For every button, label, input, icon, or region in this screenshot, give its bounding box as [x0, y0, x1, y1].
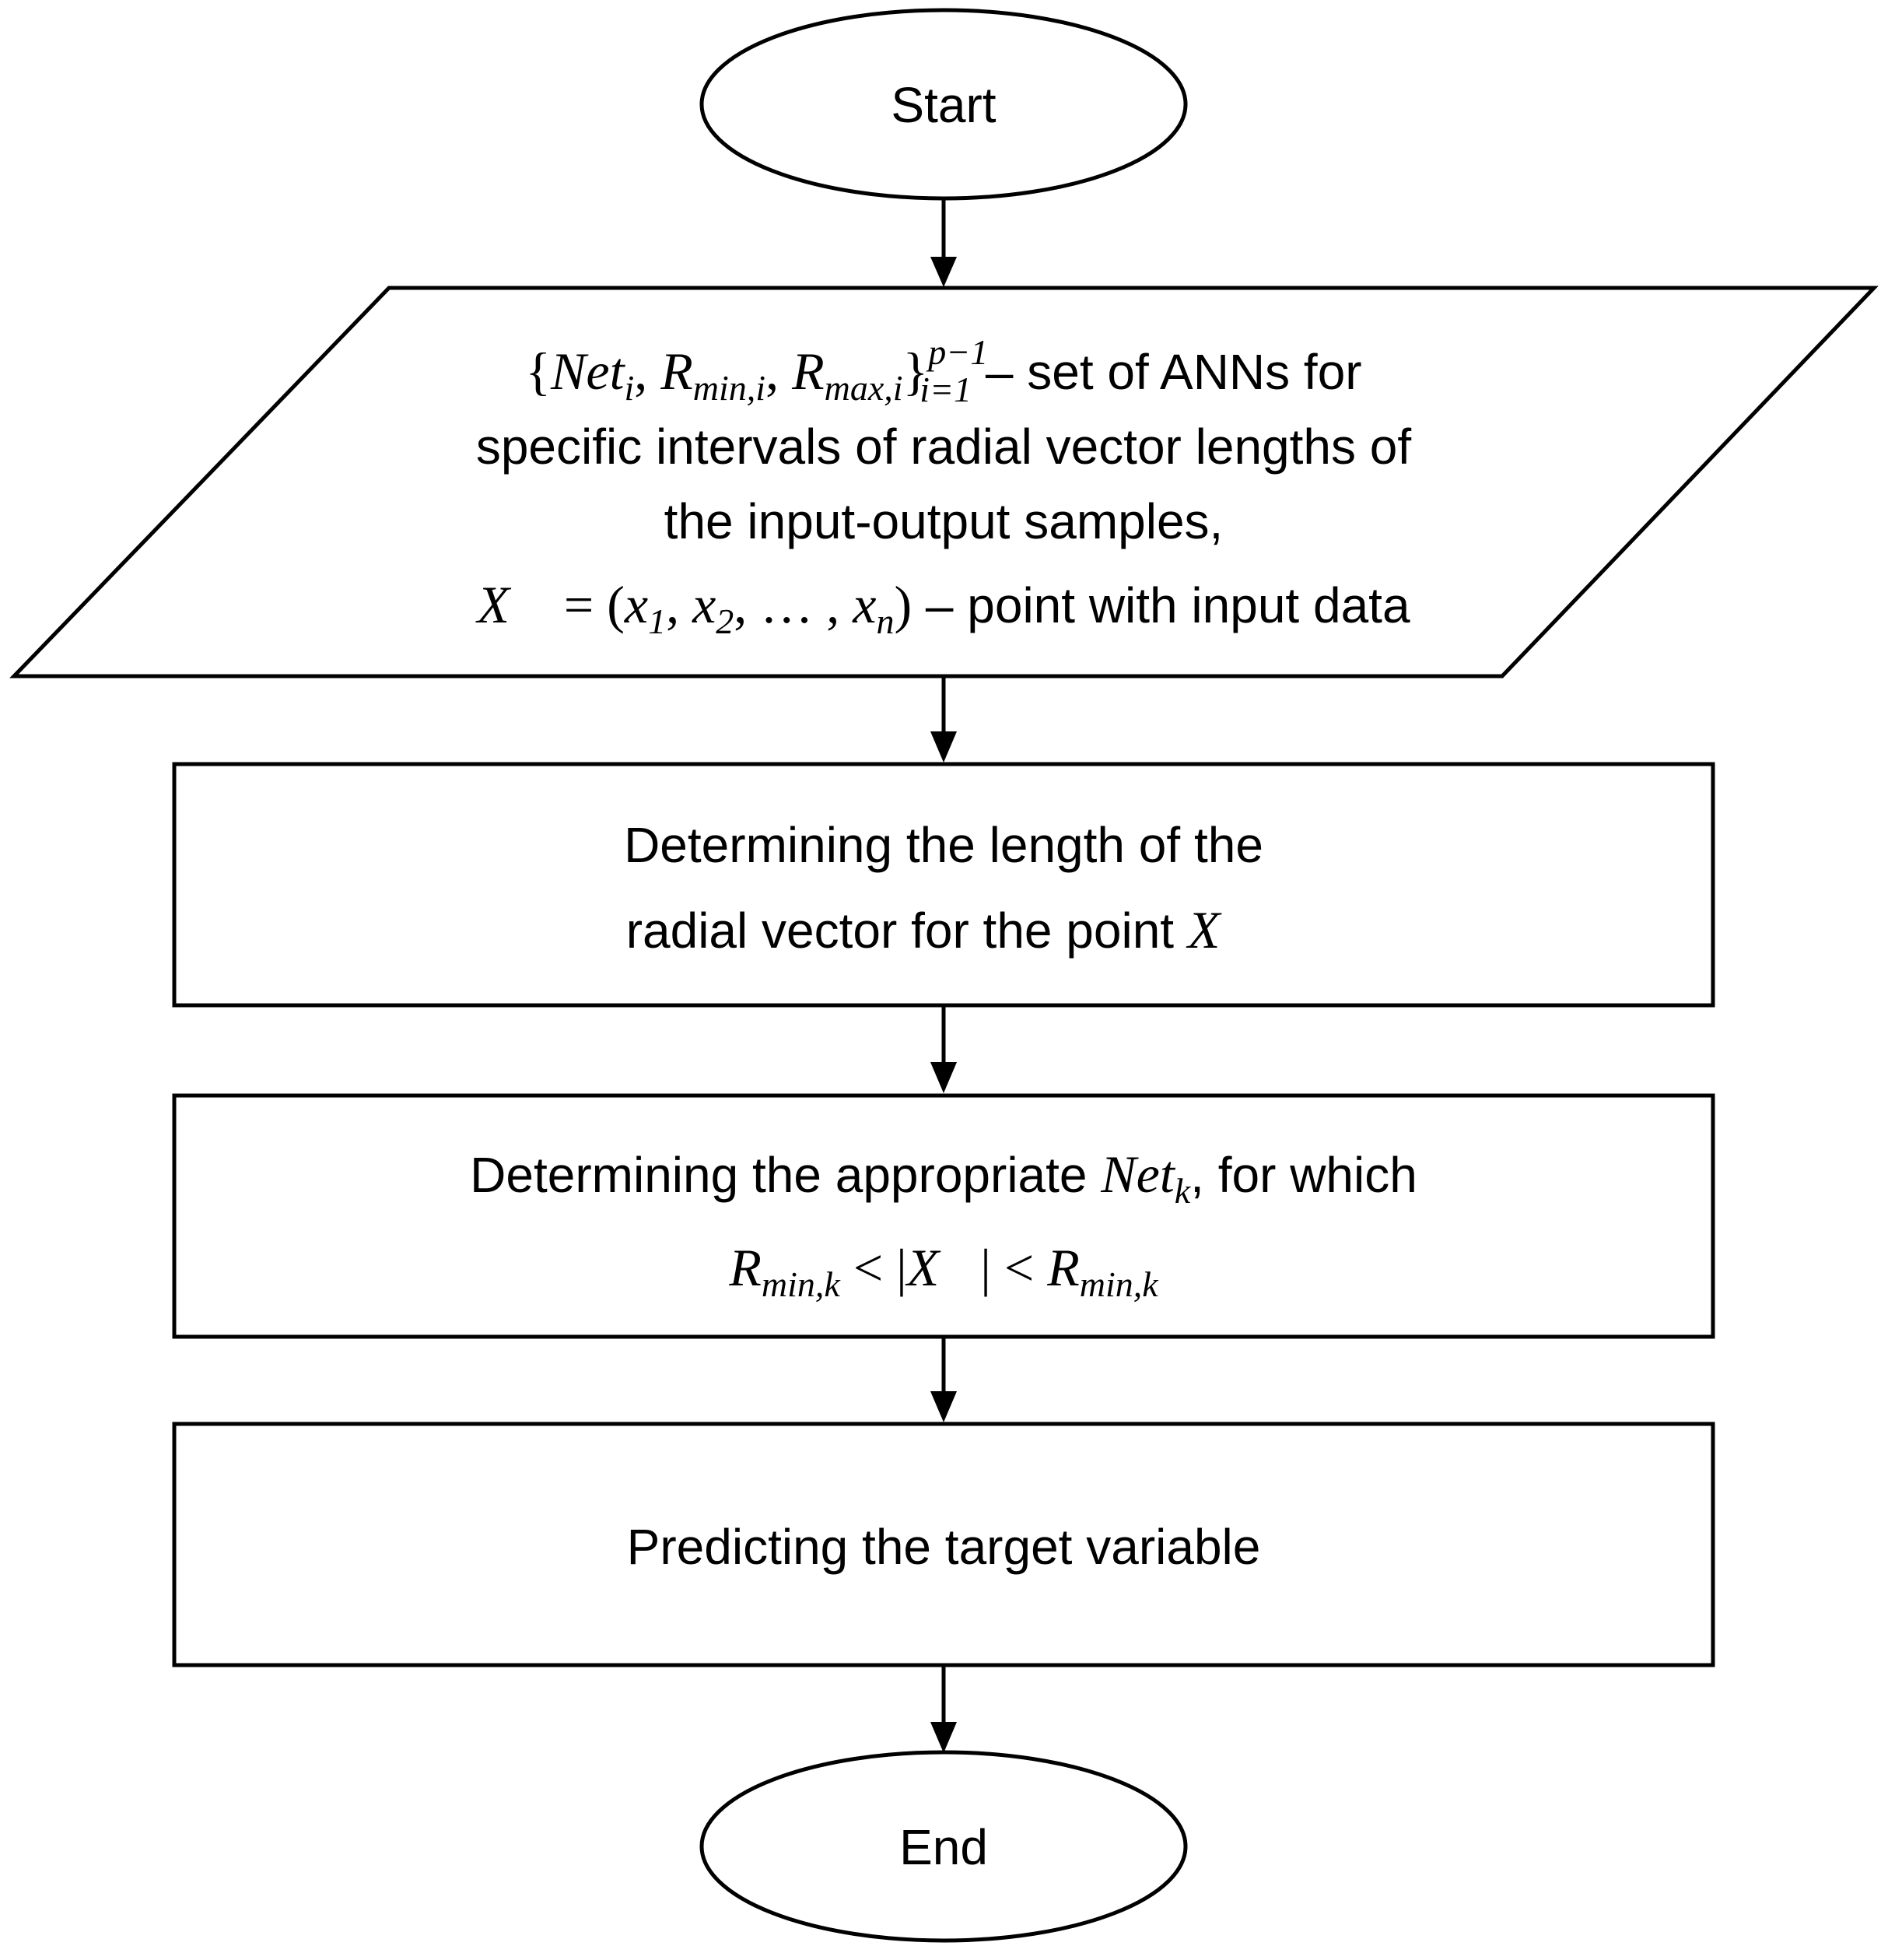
step2-node: Determining the appropriate Netk, for wh…: [172, 1093, 1715, 1339]
arrow-start-to-input: [930, 198, 957, 287]
step3-box: [172, 1422, 1715, 1667]
point-symbol: X⃗: [1186, 900, 1261, 959]
step3-node: Predicting the target variable: [172, 1422, 1715, 1667]
end-label: End: [899, 1819, 988, 1875]
arrow-step3-to-end: [930, 1665, 957, 1753]
input-line-4-text: – point with input data: [912, 577, 1410, 633]
step2-line-1-row: Determining the appropriate Netk, for wh…: [470, 1145, 1417, 1211]
step3-label: Predicting the target variable: [627, 1519, 1261, 1575]
input-line-1-text: – set of ANNs for: [972, 344, 1362, 400]
set-formula: {: [525, 342, 551, 401]
input-parallelogram: [9, 286, 1879, 678]
arrow-step1-to-step2: [930, 1005, 957, 1093]
start-label: Start: [891, 77, 996, 133]
input-line-3: the input-output samples,: [664, 493, 1224, 549]
step1-line-2-row: radial vector for the point X⃗: [626, 900, 1262, 959]
end-node: End: [699, 1750, 1188, 1943]
step1-box: [172, 762, 1715, 1008]
arrow-step2-to-step3: [930, 1337, 957, 1422]
start-node: Start: [699, 8, 1188, 201]
step2-line-1: Determining the appropriate: [470, 1147, 1101, 1203]
step1-line-1: Determining the length of the: [624, 817, 1263, 873]
input-line-4: X⃗ = (x1, x2, … , xn) – point with input…: [475, 575, 1410, 641]
step2-box: [172, 1093, 1715, 1339]
step2-condition: Rmin,k < |X⃗| < Rmin,k: [728, 1238, 1159, 1304]
step1-node: Determining the length of the radial vec…: [172, 762, 1715, 1008]
end-ellipse: [699, 1750, 1188, 1943]
step1-line-2: radial vector for the point: [626, 903, 1188, 959]
input-line-2: specific intervals of radial vector leng…: [476, 419, 1412, 475]
point-formula: X⃗: [475, 575, 550, 634]
step2-line-1-suffix: , for which: [1190, 1147, 1417, 1203]
arrow-input-to-step1: [930, 676, 957, 763]
